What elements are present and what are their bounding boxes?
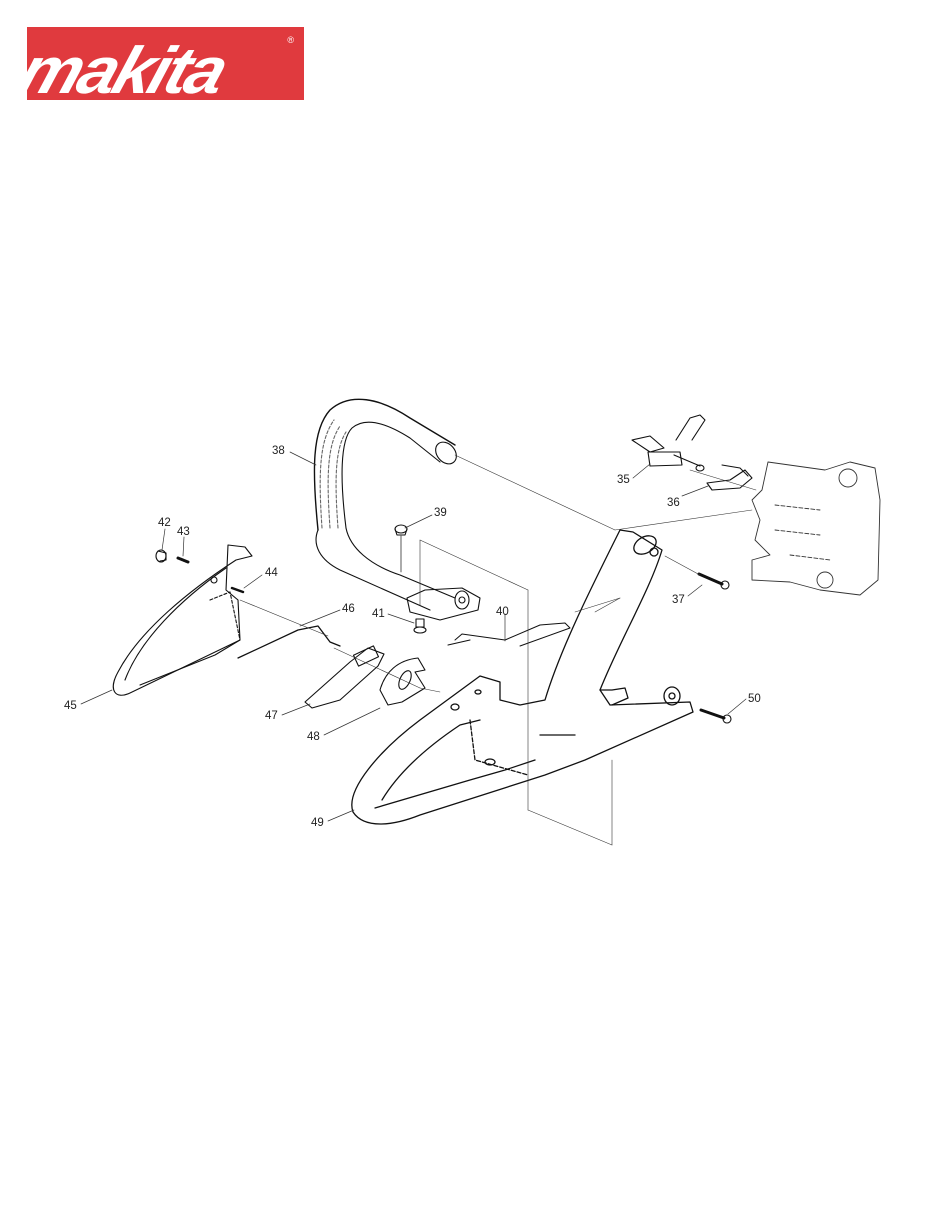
callout-49: 49 — [311, 817, 324, 829]
wire-46 — [237, 625, 341, 659]
bolt-50 — [699, 708, 732, 724]
callout-36: 36 — [667, 497, 680, 509]
screw-44 — [230, 586, 245, 594]
front-handle-38 — [313, 398, 481, 621]
plug-39 — [394, 524, 408, 573]
callout-35: 35 — [617, 474, 630, 486]
spring-43 — [176, 556, 190, 564]
rear-handle-49 — [351, 529, 694, 825]
leader-lines — [80, 451, 747, 822]
callout-42: 42 — [158, 517, 171, 529]
callout-43: 43 — [177, 526, 190, 538]
throttle-lever-35 — [631, 414, 706, 472]
callout-39: 39 — [434, 507, 447, 519]
screw-37 — [697, 572, 730, 590]
callout-45: 45 — [64, 700, 77, 712]
callout-50: 50 — [748, 693, 761, 705]
trigger-lock-48 — [379, 657, 426, 706]
callout-46: 46 — [342, 603, 355, 615]
callout-40: 40 — [496, 606, 509, 618]
registered-mark: ® — [287, 35, 294, 45]
callout-41: 41 — [372, 608, 385, 620]
makita-logo: makita ® — [27, 27, 304, 100]
trigger-47 — [304, 645, 385, 709]
assembly-lines — [239, 454, 757, 846]
callout-37: 37 — [672, 594, 685, 606]
engine-housing — [751, 461, 881, 596]
collar-42 — [155, 549, 167, 563]
hand-guard-45 — [112, 544, 253, 696]
lever-36 — [706, 464, 753, 491]
bolt-41 — [413, 618, 427, 634]
spring-40 — [447, 622, 571, 647]
callout-48: 48 — [307, 731, 320, 743]
callout-47: 47 — [265, 710, 278, 722]
callout-38: 38 — [272, 445, 285, 457]
callout-44: 44 — [265, 567, 278, 579]
